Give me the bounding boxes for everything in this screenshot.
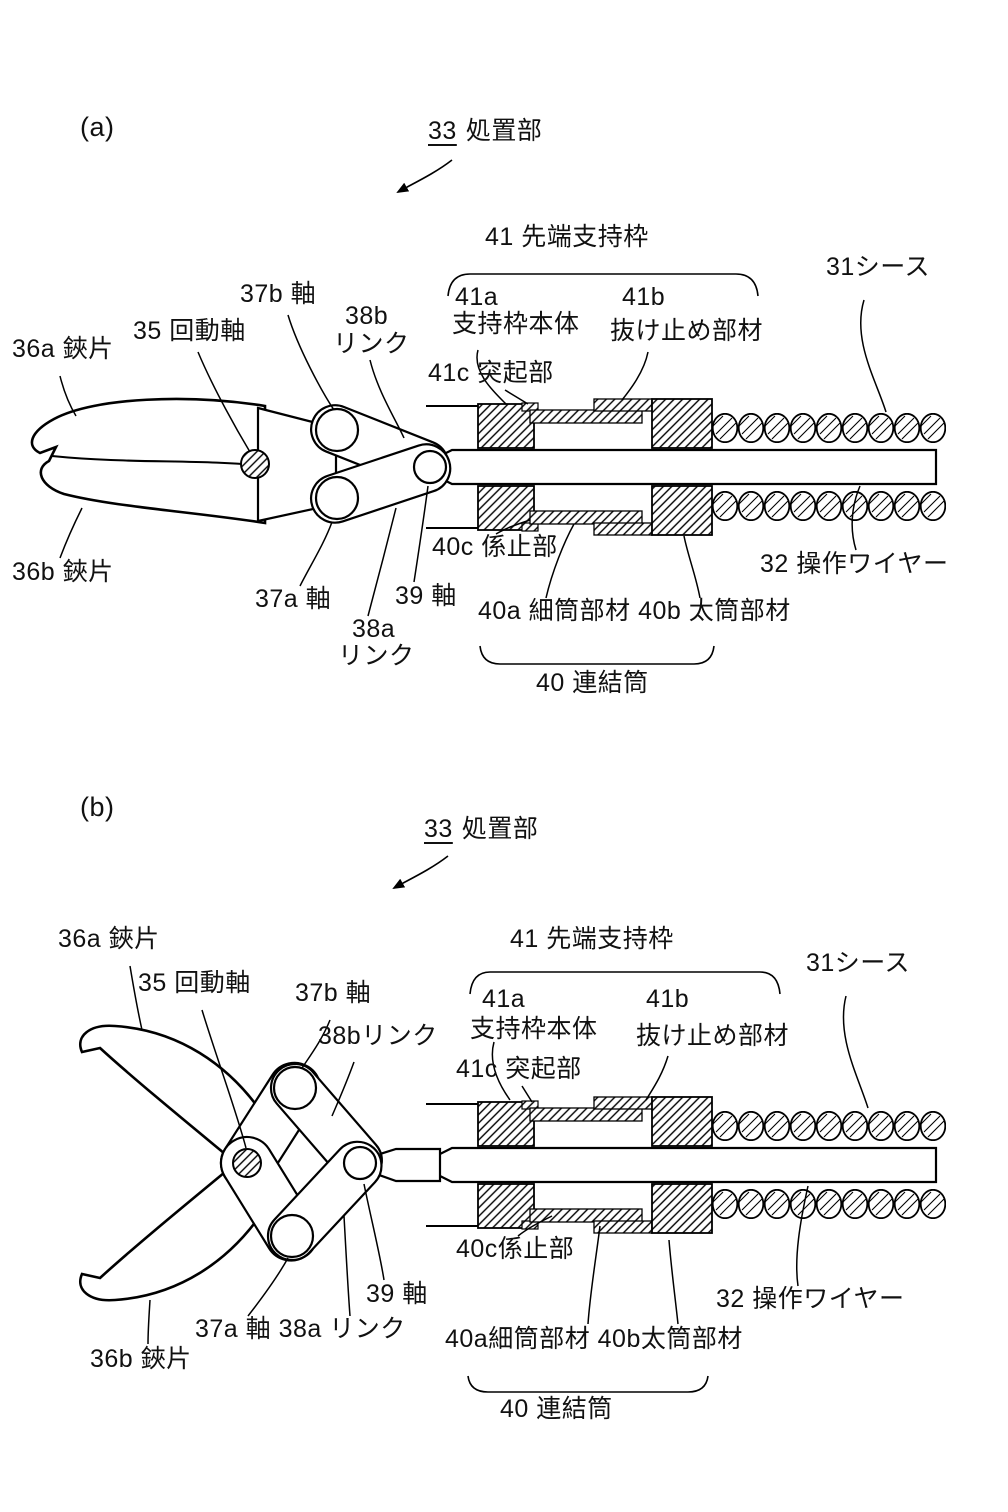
label-b-41c-protrusion: 41c 突起部 (456, 1055, 582, 1083)
label-a-36a-jaw: 36a 鋏片 (12, 335, 114, 363)
label-a-31-sheath: 31シース (826, 253, 931, 281)
label-a-40-coupling: 40 連結筒 (536, 669, 649, 697)
label-a-41c-protrusion: 41c 突起部 (428, 359, 554, 387)
panel-b-title-number: 33 (424, 815, 453, 843)
label-a-41a-num: 41a (455, 283, 499, 311)
axis-37b-pin (314, 407, 360, 453)
label-a-38b-num: 38b (345, 302, 389, 330)
panel-b-assembly (416, 1095, 948, 1235)
brace-40 (479, 645, 715, 665)
label-a-35-pivot: 35 回動軸 (133, 317, 246, 345)
brace-41 (469, 971, 781, 995)
label-b-40ab-tubes: 40a細筒部材 40b太筒部材 (445, 1325, 743, 1353)
link-mechanism-b (266, 1062, 383, 1262)
label-b-37a-38a: 37a 軸 38a リンク (195, 1315, 406, 1343)
label-a-38a-link: リンク (338, 642, 415, 670)
label-b-36b-jaw: 36b 鋏片 (90, 1345, 192, 1373)
label-a-37a-axis: 37a 軸 (255, 585, 332, 613)
label-b-38b-link: 38bリンク (318, 1022, 438, 1050)
axis-37a-pin (269, 1213, 315, 1259)
label-a-41b-num: 41b (622, 283, 666, 311)
panel-a-title-number: 33 (428, 117, 457, 145)
jaws-closed (30, 397, 338, 525)
label-b-36a-jaw: 36a 鋏片 (58, 925, 160, 953)
label-b-41b-num: 41b (646, 985, 690, 1013)
panel-a-assembly (416, 397, 948, 537)
panel-b-title-text: 処置部 (461, 815, 539, 843)
label-b-39-axis: 39 軸 (366, 1280, 428, 1308)
arrow-33 (396, 159, 453, 193)
label-b-41a-frame-body: 支持枠本体 (470, 1015, 598, 1043)
brace-40 (467, 1375, 709, 1393)
axis-39-pin (342, 1145, 378, 1181)
label-a-41-shaft-frame: 41 先端支持枠 (485, 223, 649, 251)
panel-a-title: 33 処置部 (428, 117, 543, 146)
label-b-41-shaft-frame: 41 先端支持枠 (510, 925, 674, 953)
label-a-41a-frame-body: 支持枠本体 (452, 310, 580, 338)
label-b-40-coupling: 40 連結筒 (500, 1395, 613, 1423)
label-b-32-wire: 32 操作ワイヤー (716, 1285, 905, 1313)
axis-39-pin (412, 449, 448, 485)
label-b-40c-lock: 40c係止部 (456, 1235, 575, 1263)
panel-b-title: 33 処置部 (424, 815, 539, 844)
panel-a-title-text: 処置部 (465, 117, 543, 145)
label-b-35-pivot: 35 回動軸 (138, 969, 251, 997)
label-a-36b-jaw: 36b 鋏片 (12, 558, 114, 586)
label-b-31-sheath: 31シース (806, 949, 911, 977)
label-a-40ab-tubes: 40a 細筒部材 40b 太筒部材 (478, 597, 791, 625)
panel-b-drawing (79, 855, 948, 1393)
axis-37a-pin (314, 475, 360, 521)
panel-a-tag: (a) (80, 112, 115, 142)
arrow-33 (392, 855, 449, 889)
braces-b (392, 855, 781, 1393)
label-a-38a-num: 38a (352, 615, 396, 643)
label-a-41b-retainer: 抜け止め部材 (610, 317, 764, 345)
leader-lines-b (129, 965, 869, 1345)
label-a-37b-axis: 37b 軸 (240, 280, 317, 308)
label-b-41a-num: 41a (482, 985, 526, 1013)
label-b-37b-axis: 37b 軸 (295, 979, 372, 1007)
link-mechanism-a (310, 404, 452, 524)
label-b-41b-retainer: 抜け止め部材 (636, 1022, 790, 1050)
axis-37b-pin (272, 1065, 318, 1111)
pivot-axis-35 (232, 1148, 262, 1178)
label-a-40c-lock: 40c 係止部 (432, 533, 558, 561)
panel-a-drawing (30, 159, 948, 665)
brace-41 (447, 273, 759, 297)
label-a-32-wire: 32 操作ワイヤー (760, 550, 949, 578)
jaws-open (79, 1024, 322, 1302)
label-a-38b-link: リンク (333, 330, 410, 358)
pivot-axis-35 (240, 449, 270, 479)
panel-b-tag: (b) (80, 792, 115, 822)
label-a-39-axis: 39 軸 (395, 582, 457, 610)
leader-lines-a (59, 299, 887, 617)
braces-a (396, 159, 759, 665)
